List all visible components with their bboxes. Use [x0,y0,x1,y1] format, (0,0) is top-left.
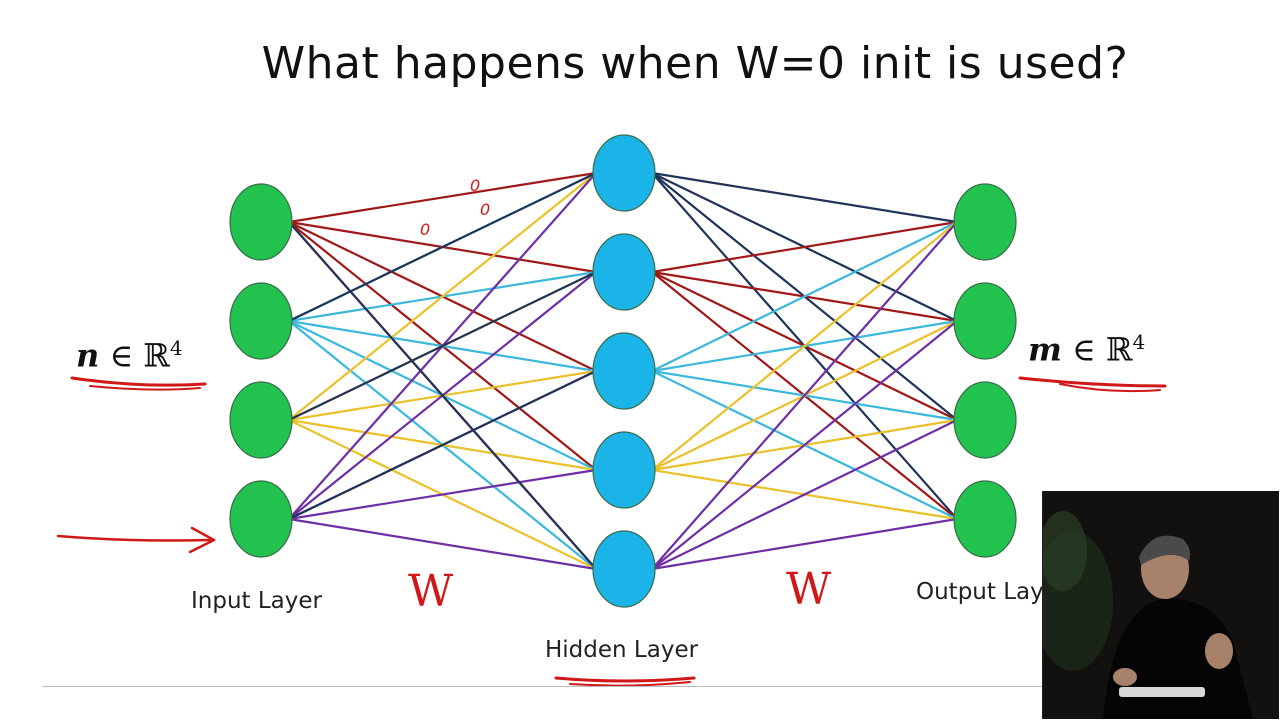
edge-input-hidden [288,370,597,520]
hidden-underline-stroke-2 [569,681,691,687]
handwritten-annotations [56,376,1167,687]
input-node [229,183,293,261]
hidden-underline [554,676,696,683]
weight-label-right: W [786,564,832,615]
output-node [953,381,1017,459]
output-underline-stroke-2 [1059,383,1161,393]
element-of-symbol: ∈ [109,336,134,375]
output-dimension-symbol: m [1028,330,1062,369]
zero-mark: 0 [470,176,481,195]
edge-hidden-output [651,171,958,224]
input-node [229,282,293,360]
hidden-node [592,332,656,410]
edge-hidden-output [651,419,958,570]
input-underline [70,376,207,387]
edge-hidden-output [651,220,958,274]
edge-hidden-output [651,517,958,571]
presenter-video-inset [1042,491,1279,719]
input-exponent: 4 [169,336,183,360]
edge-hidden-output [651,221,958,471]
hidden-node [592,233,656,311]
edge-input-hidden [288,172,597,322]
edge-input-hidden [288,172,597,421]
output-node [953,282,1017,360]
real-numbers-symbol: ℝ [1105,330,1133,369]
arrow-head [188,526,216,554]
hidden-layer-label: Hidden Layer [545,637,699,663]
edge-hidden-output [651,221,958,372]
output-node [953,183,1017,261]
input-dimension-symbol: n [76,336,100,375]
input-underline-stroke-2 [89,385,201,391]
presenter-figure [1043,491,1279,719]
edge-input-hidden [288,517,597,571]
edge-hidden-output [651,320,958,570]
edge-input-hidden [288,171,597,224]
output-layer-label: Output Lay [916,579,1044,605]
edge-input-hidden [288,271,597,421]
weight-label-left: W [408,566,454,617]
edge-input-hidden [288,468,597,521]
hidden-node [592,431,656,509]
slide-title: What happens when W=0 init is used? [261,38,1129,89]
input-layer-label: Input Layer [191,588,322,614]
real-numbers-symbol: ℝ [143,336,170,375]
edge-hidden-output [651,221,958,570]
output-exponent: 4 [1132,330,1146,354]
network-edges [288,171,958,571]
element-of-symbol: ∈ [1072,330,1096,369]
network-nodes [229,134,1017,608]
hidden-node [592,530,656,608]
hidden-node [592,134,656,212]
output-node [953,480,1017,558]
zero-mark: 0 [420,220,431,239]
zero-mark: 0 [480,200,491,219]
edge-input-hidden [288,221,597,570]
input-node [229,480,293,558]
output-underline [1018,376,1167,388]
input-space-label: n ∈ ℝ4 [76,336,183,375]
input-node [229,381,293,459]
output-space-label: m ∈ ℝ4 [1028,330,1145,369]
slide-bottom-rule [42,686,1042,687]
arrow-line [56,534,212,542]
